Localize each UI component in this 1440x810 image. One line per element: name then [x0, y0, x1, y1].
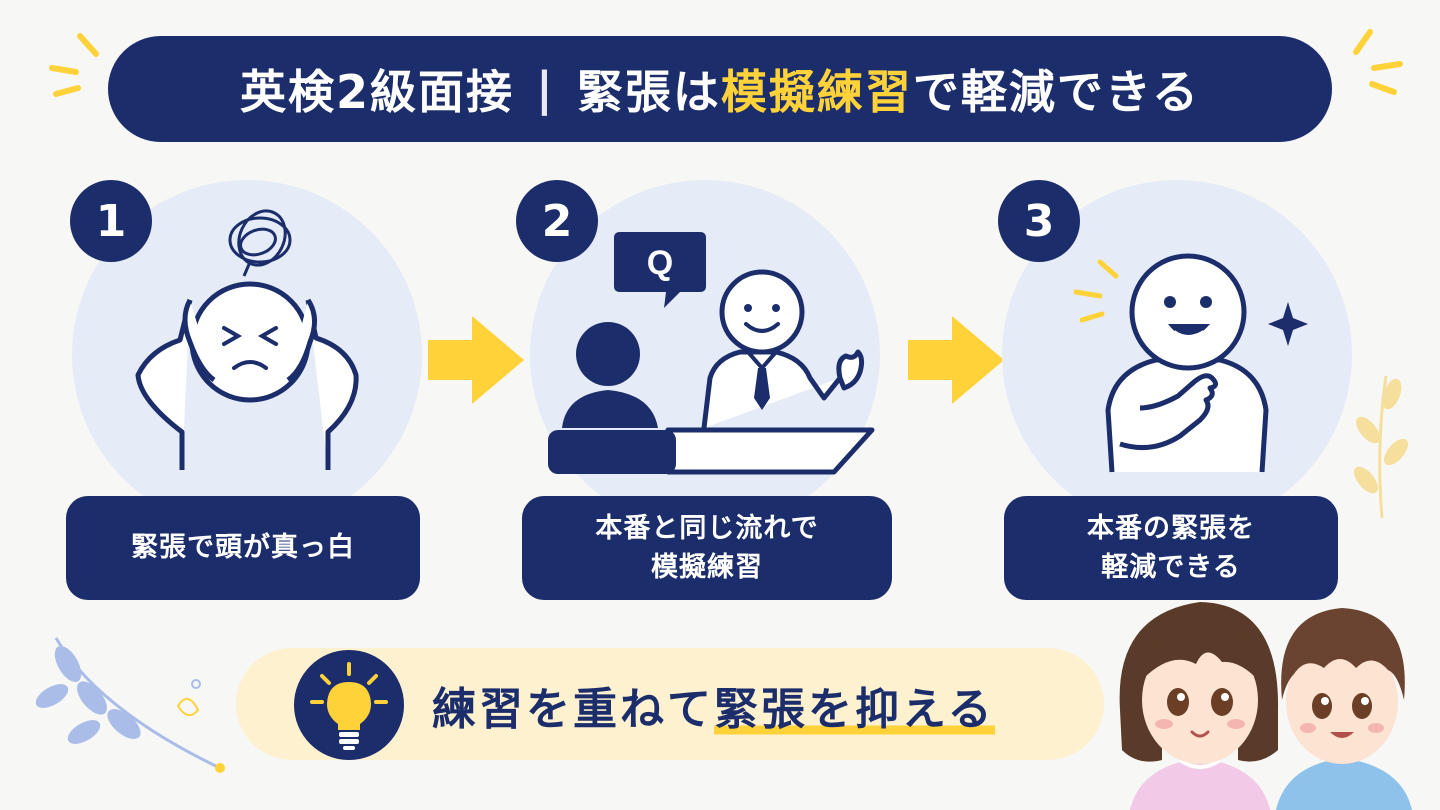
- title-suffix: で軽減できる: [912, 65, 1200, 119]
- leaf-branch-right-icon: [1354, 375, 1408, 519]
- step-1-label: 緊張で頭が真っ白: [66, 496, 420, 600]
- title-highlight: 模擬練習: [720, 65, 913, 119]
- step-1-number: 1: [70, 180, 152, 262]
- interview-scene-icon: [548, 232, 875, 475]
- two-children-illustration: [1119, 602, 1412, 810]
- lightbulb-icon: [310, 662, 388, 750]
- boy-illustration: [1276, 608, 1412, 810]
- step-3-label: 本番の緊張を 軽減できる: [1004, 496, 1338, 600]
- girl-illustration: [1119, 602, 1279, 810]
- arrow-right-icon: [908, 316, 1004, 404]
- tip-underlined: 緊張を抑える: [714, 673, 995, 737]
- sparkle-left-icon: [49, 33, 99, 97]
- title-prefix: 英検2級面接: [240, 65, 515, 119]
- step-2-number: 2: [516, 180, 598, 262]
- step-3-number: 3: [998, 180, 1080, 262]
- stressed-person-icon: [135, 209, 359, 470]
- step-2-label: 本番と同じ流れで 模擬練習: [522, 496, 892, 600]
- tip-text: 練習を重ねて 緊張を抑える: [432, 670, 995, 740]
- title-banner: 英検2級面接 | 緊張は 模擬練習 で軽減できる: [108, 36, 1332, 142]
- tip-lead: 練習を重ねて: [432, 684, 714, 735]
- question-bubble-text: Q: [646, 243, 674, 282]
- relieved-person-icon: [1073, 253, 1308, 473]
- sparkle-right-icon: [1353, 29, 1403, 95]
- title-separator: |: [536, 62, 555, 116]
- arrow-right-icon: [428, 316, 524, 404]
- title-middle: 緊張は: [576, 65, 721, 119]
- leaf-branch-left-icon: [35, 637, 225, 773]
